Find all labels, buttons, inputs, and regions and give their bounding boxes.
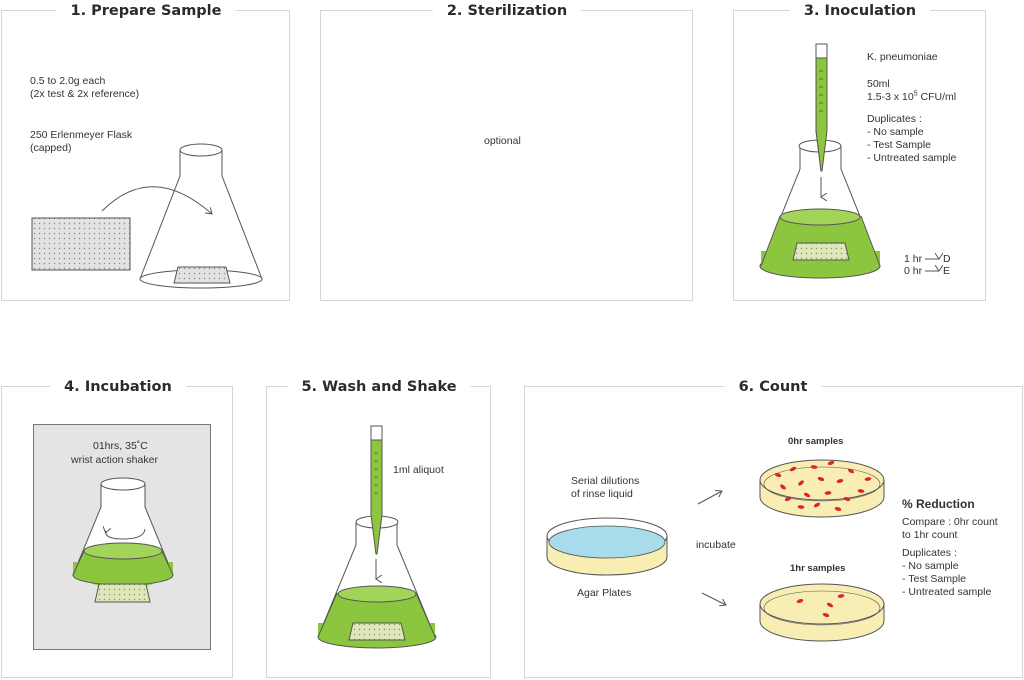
colony [834, 507, 842, 511]
arrow-to-0hr [697, 491, 722, 505]
colonies-0hr [774, 460, 872, 511]
panel-title: 1. Prepare Sample [56, 2, 236, 20]
colony [789, 466, 797, 472]
panel-incubation: 4. Incubation 01hrs, 35˚C wrist action s… [1, 378, 233, 678]
erlenmeyer-flask [759, 139, 881, 279]
concentration-text: 1.5-3 x 105 CFU/ml [867, 90, 957, 104]
swirl-arrow-icon [106, 529, 146, 540]
sample-weight-text: 0.5 to 2.0g each (2x test & 2x reference… [30, 75, 140, 100]
colony [836, 479, 844, 483]
erlenmeyer-flask [72, 477, 174, 603]
transfer-arrow [101, 186, 212, 214]
colony [774, 472, 782, 478]
colony [864, 477, 872, 481]
colony [780, 484, 786, 490]
result-e-label: E [943, 265, 951, 277]
sample-in-flask [94, 583, 151, 603]
colony [817, 476, 825, 482]
duplicates-list: Duplicates : - No sample - Test Sample -… [902, 547, 992, 598]
pipette [370, 425, 383, 555]
incubate-label: incubate [696, 539, 736, 551]
prepare-sample-illustration [31, 143, 263, 289]
arrow-to-1hr [701, 592, 726, 605]
duplicates-list: Duplicates : - No sample - Test Sample -… [867, 113, 957, 164]
optional-text: optional [484, 135, 521, 147]
panel-title: 5. Wash and Shake [287, 378, 471, 396]
compare-text: Compare : 0hr count to 1hr count [902, 516, 998, 541]
panel-wash-and-shake: 5. Wash and Shake 1ml aliquot [266, 378, 491, 678]
colony [813, 502, 821, 508]
colony [796, 598, 804, 604]
time-1hr-label: 1 hr [904, 253, 923, 265]
plate-1hr [759, 583, 885, 642]
colony [784, 496, 792, 502]
erlenmeyer-flask [139, 143, 263, 289]
sample-in-flask [348, 622, 406, 641]
panel-title: 6. Count [724, 378, 822, 396]
colony [837, 594, 845, 598]
colony [822, 612, 830, 618]
incubation-condition-text: 01hrs, 35˚C [93, 440, 148, 452]
colony [810, 465, 818, 469]
colony [797, 505, 805, 509]
colonies-1hr [796, 594, 845, 618]
sample-in-flask [173, 266, 231, 284]
erlenmeyer-flask [317, 515, 437, 649]
sample-in-flask [792, 242, 850, 261]
colony [798, 480, 804, 486]
colony [843, 496, 851, 502]
inoculation-illustration [759, 43, 987, 279]
colony [827, 460, 835, 466]
colony [824, 491, 832, 495]
panel-title: 4. Incubation [50, 378, 186, 396]
shaker-text: wrist action shaker [71, 454, 158, 466]
panel-sterilization: 2. Sterilization optional [320, 2, 693, 301]
agar-plate-with-liquid [546, 517, 668, 576]
colony [857, 489, 865, 493]
panel-title: 3. Inoculation [789, 2, 931, 20]
pipette [815, 43, 828, 172]
result-d-label: D [943, 253, 951, 265]
panel-inoculation: 3. Inoculation [733, 2, 987, 301]
serial-dilution-text: Serial dilutions of rinse liquid [571, 475, 640, 500]
panel-count: 6. Count Serial dilutions of rinse liqui… [524, 378, 1023, 678]
plate-0hr [759, 459, 885, 518]
fabric-sample [31, 217, 131, 271]
aliquot-text: 1ml aliquot [393, 464, 444, 476]
organism-text: K. pneumoniae [867, 51, 938, 63]
agar-plates-label: Agar Plates [577, 587, 632, 599]
one-hr-samples-label: 1hr samples [790, 563, 846, 574]
flask-label-text: 250 Erlenmeyer Flask (capped) [30, 129, 133, 154]
zero-hr-samples-label: 0hr samples [788, 436, 844, 447]
wash-illustration [317, 425, 437, 649]
volume-text: 50ml [867, 78, 890, 90]
panel-prepare-sample: 1. Prepare Sample 0.5 to 2.0g each (2x t… [1, 2, 290, 301]
time-0hr-label: 0 hr [904, 265, 923, 277]
colony [803, 492, 811, 498]
colony [847, 468, 855, 474]
colony [826, 602, 834, 608]
incubation-illustration [72, 477, 174, 603]
count-illustration [546, 459, 885, 642]
reduction-heading: % Reduction [902, 497, 975, 511]
panel-title: 2. Sterilization [432, 2, 582, 20]
